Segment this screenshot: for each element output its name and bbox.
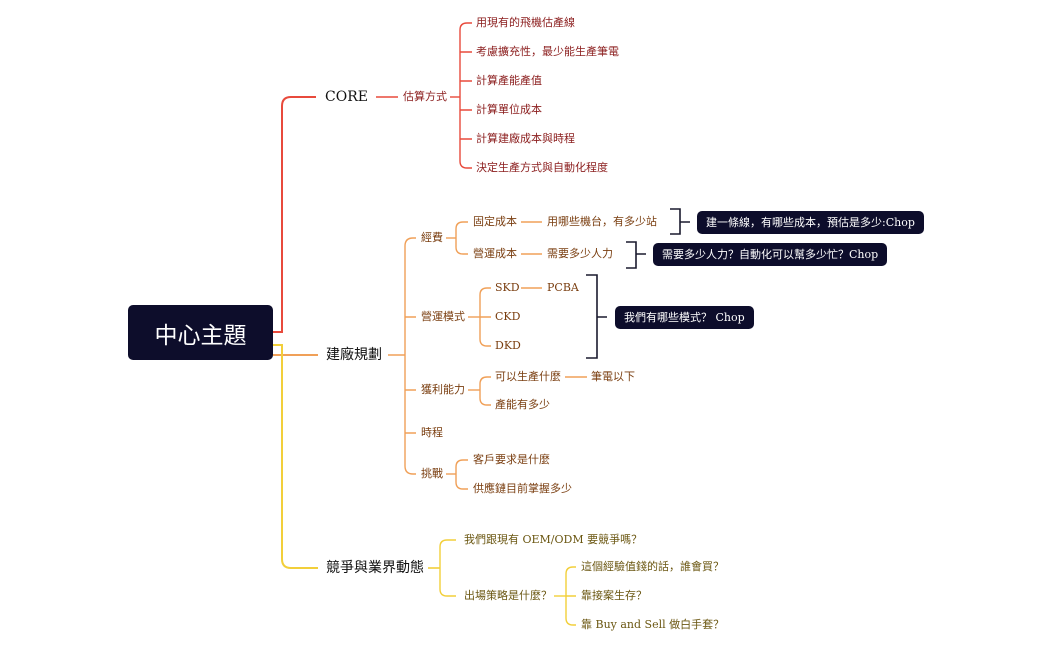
- topic-operating-mode[interactable]: 營運模式: [421, 310, 465, 323]
- estimate-item-2[interactable]: 考慮擴充性，最少能生產筆電: [476, 45, 619, 58]
- topic-schedule[interactable]: 時程: [421, 426, 443, 439]
- strategy-item-3[interactable]: 靠 Buy and Sell 做白手套？: [581, 618, 725, 631]
- mode-dkd[interactable]: DKD: [495, 339, 521, 352]
- connector-strategy-children: [565, 566, 576, 626]
- profit-produce[interactable]: 可以生產什麼: [495, 370, 561, 383]
- connector-mode-children: [479, 287, 491, 347]
- topic-competition[interactable]: 競爭與業界動態: [326, 560, 424, 576]
- topic-plant-planning[interactable]: 建廠規劃: [326, 347, 382, 363]
- root-topic[interactable]: 中心主題: [128, 305, 273, 360]
- challenge-item-1[interactable]: 客戶要求是什麼: [473, 453, 550, 466]
- bracket-fixed-cost: [670, 208, 690, 235]
- estimate-item-6[interactable]: 決定生產方式與自動化程度: [476, 161, 608, 174]
- topic-operating-cost[interactable]: 營運成本: [473, 247, 517, 260]
- topic-profitability[interactable]: 獲利能力: [421, 383, 465, 396]
- operating-cost-detail[interactable]: 需要多少人力: [547, 247, 613, 260]
- connector-challenge-children: [455, 459, 468, 490]
- estimate-item-5[interactable]: 計算建廠成本與時程: [476, 132, 575, 145]
- callout-modes[interactable]: 我們有哪些模式？ Chop: [615, 306, 754, 329]
- callout-fixed-cost[interactable]: 建一條線，有哪些成本，預估是多少:Chop: [697, 211, 924, 234]
- estimate-item-3[interactable]: 計算產能產值: [476, 74, 542, 87]
- strategy-item-2[interactable]: 靠接案生存？: [581, 589, 647, 602]
- strategy-item-1[interactable]: 這個經驗值錢的話，誰會買？: [581, 560, 724, 573]
- bracket-operating-cost: [626, 241, 646, 269]
- connector-plan-children: [404, 237, 416, 475]
- mode-skd-pcba[interactable]: PCBA: [547, 281, 579, 294]
- topic-estimate-method[interactable]: 估算方式: [403, 90, 447, 103]
- topic-challenge[interactable]: 挑戰: [421, 467, 443, 480]
- topic-exit-strategy[interactable]: 出場策略是什麼？: [464, 589, 552, 602]
- challenge-item-2[interactable]: 供應鏈目前掌握多少: [473, 482, 572, 495]
- bracket-modes: [586, 274, 607, 359]
- topic-core[interactable]: CORE: [325, 89, 368, 105]
- connector-cost-children: [455, 221, 468, 255]
- fixed-cost-detail[interactable]: 用哪些機台，有多少站: [547, 215, 657, 228]
- mode-skd[interactable]: SKD: [495, 281, 520, 294]
- callout-operating-cost[interactable]: 需要多少人力？自動化可以幫多少忙？Chop: [653, 243, 888, 266]
- profit-produce-detail[interactable]: 筆電以下: [591, 370, 635, 383]
- connector-competition-children: [439, 539, 456, 597]
- estimate-item-4[interactable]: 計算單位成本: [476, 103, 542, 116]
- connector-estimate-items: [459, 22, 472, 169]
- profit-capacity[interactable]: 產能有多少: [495, 398, 550, 411]
- topic-fixed-cost[interactable]: 固定成本: [473, 215, 517, 228]
- connector-profit-children: [479, 376, 491, 406]
- mode-ckd[interactable]: CKD: [495, 310, 521, 323]
- topic-budget[interactable]: 經費: [421, 231, 443, 244]
- estimate-item-1[interactable]: 用現有的飛機估產線: [476, 16, 575, 29]
- connector-root-core: [273, 96, 316, 333]
- competition-oem[interactable]: 我們跟現有 OEM/ODM 要競爭嗎？: [464, 533, 643, 546]
- connector-root-competition: [273, 344, 318, 569]
